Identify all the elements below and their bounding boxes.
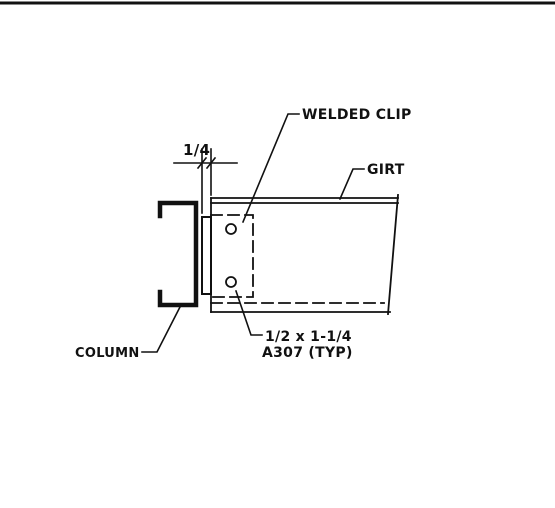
bolt-bottom-icon (225, 276, 237, 288)
bolt-size-label: 1/2 x 1-1/4 (265, 329, 352, 345)
column-c-channel (157, 200, 199, 308)
girt-break-line (387, 194, 399, 315)
welded-clip-label: WELDED CLIP (302, 107, 412, 123)
welded-clip-plate (201, 216, 212, 295)
girt-leader (338, 168, 365, 201)
bolt-top-icon (225, 223, 237, 235)
column-leader (141, 305, 182, 353)
dimension-tick-left (196, 156, 208, 170)
bolt-spec-leader (234, 289, 263, 336)
dimension-label: 1/4 (183, 141, 210, 159)
dimension-tick-right (205, 156, 217, 170)
girt-label: GIRT (367, 162, 405, 178)
bolt-spec-label: A307 (TYP) (262, 345, 353, 361)
welded-clip-leader (241, 113, 300, 224)
column-label: COLUMN (75, 346, 140, 361)
welded-clip-hidden-outline (210, 214, 254, 298)
